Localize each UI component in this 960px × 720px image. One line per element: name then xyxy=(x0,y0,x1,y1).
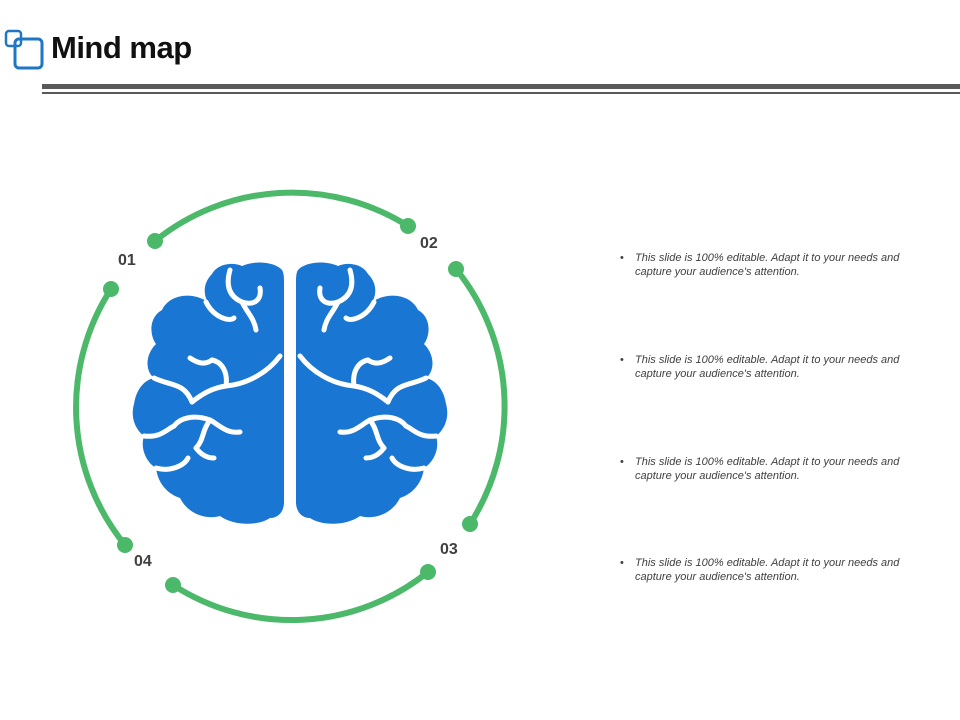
brain-folds xyxy=(141,267,439,472)
ring-arc-right xyxy=(453,266,508,527)
overlapping-squares-icon xyxy=(4,29,44,70)
bullet-item-03: • This slide is 100% editable. Adapt it … xyxy=(620,455,920,483)
diagram-graphic xyxy=(73,189,508,623)
bullet-dot: • xyxy=(620,557,624,569)
bullet-dot: • xyxy=(620,456,624,468)
bullet-dot: • xyxy=(620,252,624,264)
ring-dots xyxy=(103,218,478,593)
bullet-dot: • xyxy=(620,354,624,366)
label-01: 01 xyxy=(118,252,136,269)
ring-arcs xyxy=(73,189,508,623)
bullet-item-02: • This slide is 100% editable. Adapt it … xyxy=(620,353,920,381)
bullet-text: This slide is 100% editable. Adapt it to… xyxy=(635,456,900,482)
page-title: Mind map xyxy=(51,30,192,65)
label-03: 03 xyxy=(440,541,458,558)
ring-arc-top xyxy=(152,189,411,244)
header-rule-thin xyxy=(42,92,960,94)
mind-map-diagram: 01 02 03 04 xyxy=(60,170,530,650)
bullet-text: This slide is 100% editable. Adapt it to… xyxy=(635,252,900,278)
brain-icon xyxy=(132,262,448,524)
header-rule xyxy=(42,84,960,89)
label-02: 02 xyxy=(420,235,438,252)
bullet-text: This slide is 100% editable. Adapt it to… xyxy=(635,557,900,583)
bullet-item-04: • This slide is 100% editable. Adapt it … xyxy=(620,556,920,584)
ring-arc-left xyxy=(73,286,128,548)
bullet-item-01: • This slide is 100% editable. Adapt it … xyxy=(620,251,920,279)
ring-arc-bottom xyxy=(170,569,431,623)
bullet-text: This slide is 100% editable. Adapt it to… xyxy=(635,354,900,380)
label-04: 04 xyxy=(134,553,152,570)
